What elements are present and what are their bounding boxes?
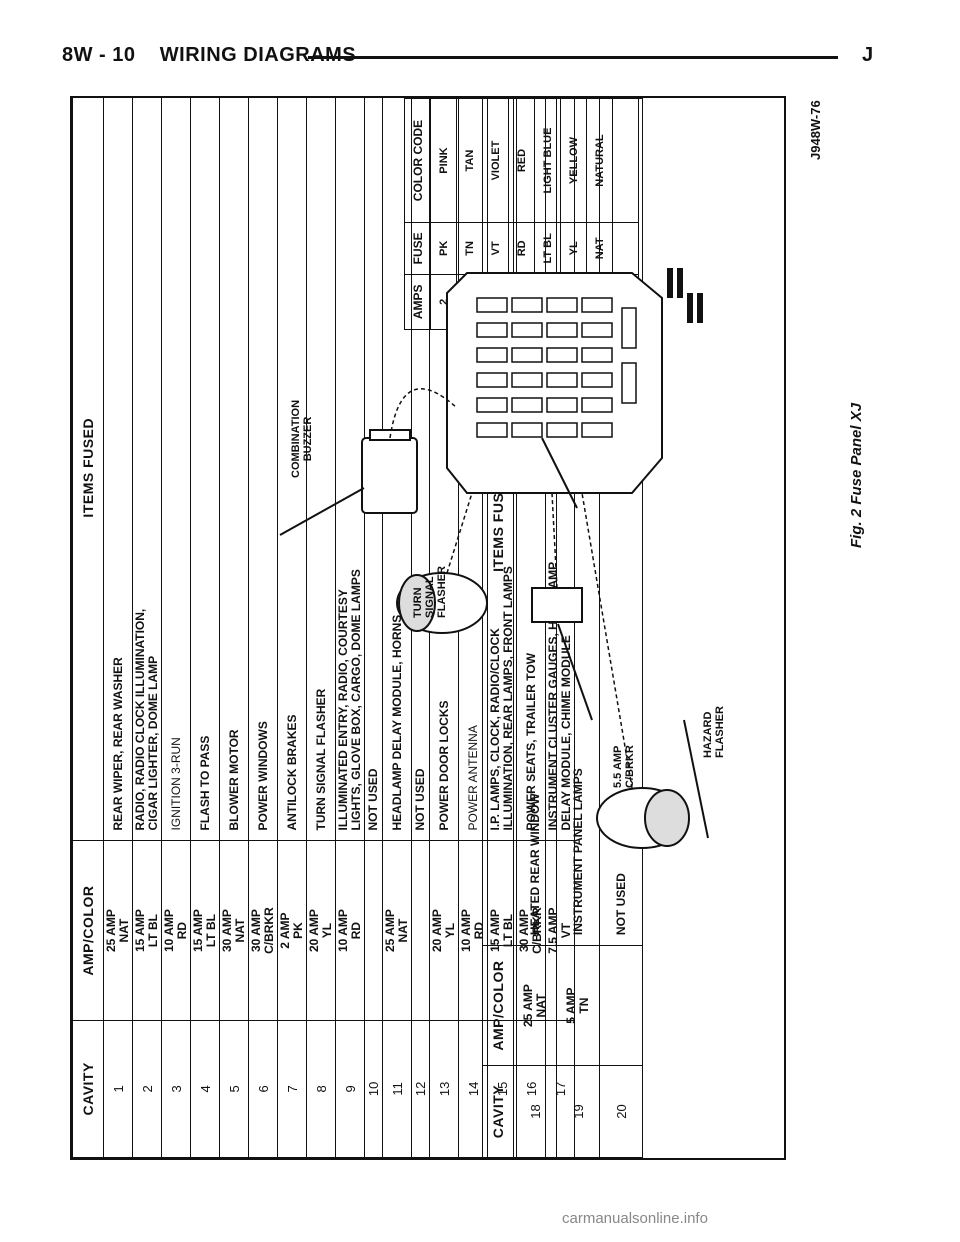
callout-combination-buzzer: COMBINATION BUZZER [290, 400, 314, 478]
callout-line: HAZARD [702, 711, 714, 758]
part-number: J948W-76 [808, 100, 823, 160]
callout-hazard-flasher: HAZARD FLASHER [702, 706, 726, 758]
header-rule [308, 56, 838, 59]
callout-line: COMBINATION [290, 399, 302, 478]
callout-line: 5.5 AMP [612, 745, 624, 788]
callout-line: BUZZER [302, 416, 314, 462]
callout-line: FLASHER [436, 566, 448, 618]
section-title: 8W - 10 WIRING DIAGRAMS [62, 44, 356, 67]
buzzer-body [361, 437, 418, 514]
section-name: WIRING DIAGRAMS [159, 44, 357, 66]
callout-line: SIGNAL [424, 576, 436, 618]
watermark-footer: carmanualsonline.info [562, 1210, 708, 1227]
fuse-panel-drawing [279, 268, 709, 849]
callout-breaker: 5.5 AMP C/BRKR [612, 745, 636, 788]
section-number: 8W - 10 [62, 44, 136, 66]
breaker-body [531, 587, 583, 623]
callout-line: FLASHER [714, 706, 726, 758]
callout-line: C/BRKR [624, 745, 636, 788]
header-code: J [862, 44, 874, 66]
page-header: 8W - 10 WIRING DIAGRAMS J [0, 0, 960, 70]
figure-caption: Fig. 2 Fuse Panel XJ [848, 402, 865, 548]
callout-line: TURN [412, 587, 424, 618]
fuse-block-body [446, 272, 663, 494]
callout-turn-signal-flasher: TURN SIGNAL FLASHER [412, 566, 448, 618]
